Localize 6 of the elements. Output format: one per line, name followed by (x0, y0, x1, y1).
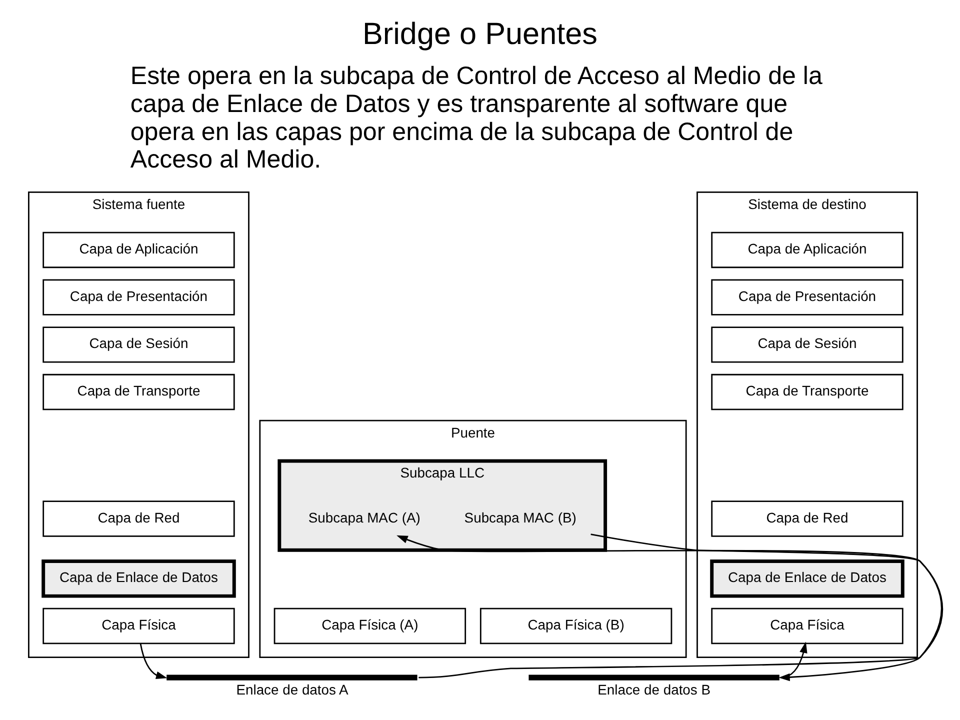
label: Este opera en la subcapa de Control de Acceso al Medio de la capa de Enlace de Datos y es transparente al software que opera en las capas por encima de la subcapa de Control de Acceso al Medio. (130, 62, 822, 174)
node-label: Enlace de datos B (598, 681, 711, 698)
node-text: Subcapa MAC (A) (308, 509, 420, 526)
node-label: Enlace de datos A (236, 681, 348, 698)
diagram-title: Bridge o Puentes (362, 16, 598, 51)
node-text: Subcapa MAC (B) (464, 509, 576, 526)
